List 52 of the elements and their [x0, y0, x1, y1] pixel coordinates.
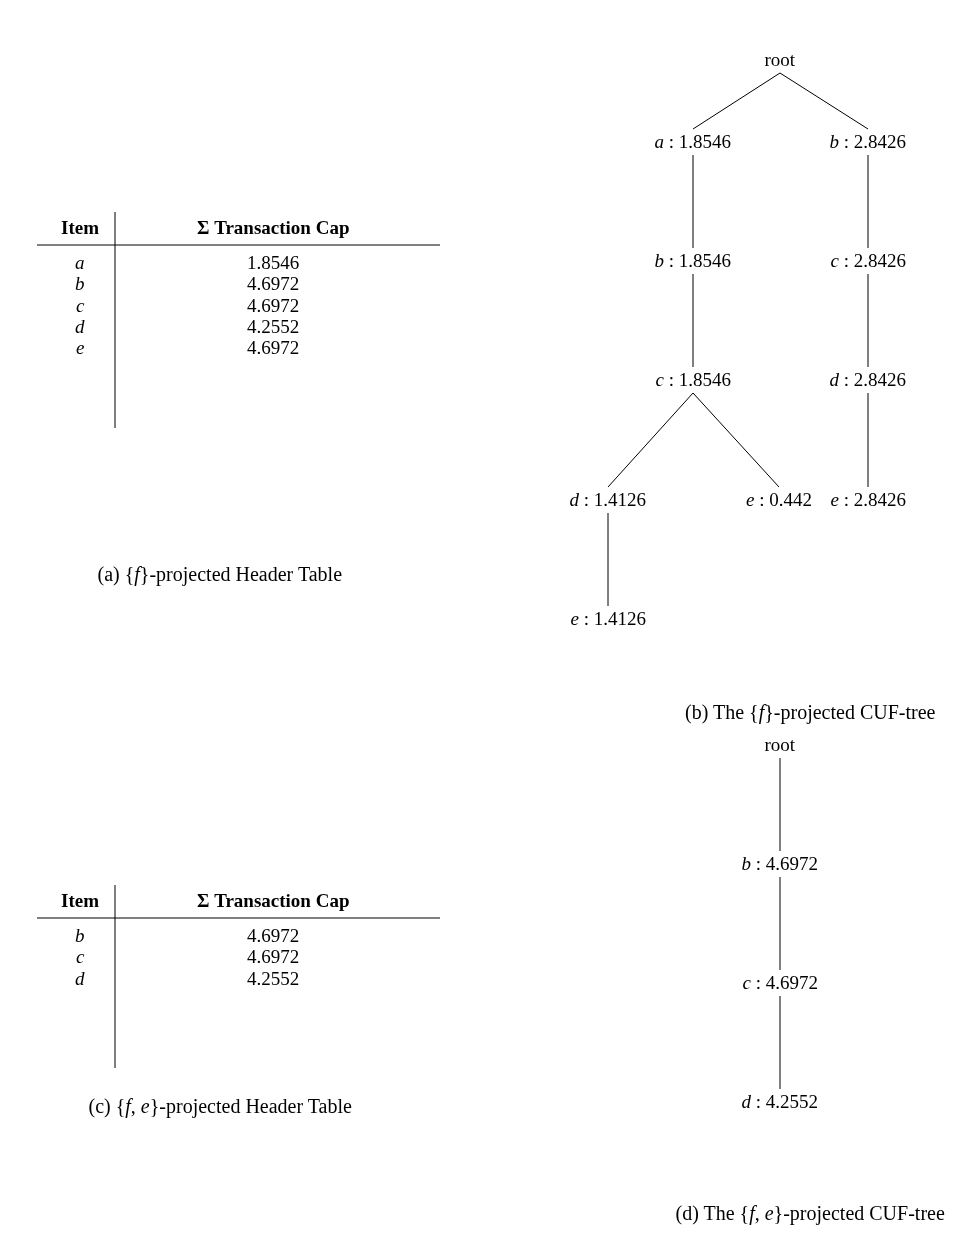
caption: (a) {f}-projected Header Table [97, 563, 343, 585]
caption: (b) The {f}-projected CUF-tree [685, 701, 936, 723]
tree-edge [692, 72, 781, 130]
table-cell: c [76, 295, 85, 317]
tree-node-label: b : 4.6972 [741, 853, 819, 875]
tree-edge [867, 273, 869, 368]
table-cell: b [75, 925, 85, 947]
tree-node-label: a : 1.8546 [654, 131, 732, 153]
column-header: Σ Transaction Cap [197, 217, 350, 239]
caption: (c) {f, e}-projected Header Table [88, 1095, 352, 1117]
table-cell: 4.6972 [247, 273, 300, 295]
tree-edge [867, 154, 869, 249]
table-cell: 4.2552 [247, 316, 300, 338]
table-cell: c [76, 946, 85, 968]
tree-edge [607, 392, 694, 488]
table-cell: d [75, 316, 85, 338]
tree-edge [692, 392, 780, 488]
table-cell: 4.2552 [247, 968, 300, 990]
table-cell: 4.6972 [247, 925, 300, 947]
table-cell: a [75, 252, 85, 274]
tree-node-label: e : 0.442 [746, 489, 812, 511]
tree-node-label: c : 1.8546 [655, 369, 731, 391]
tree-node-label: c : 2.8426 [830, 250, 906, 272]
table-cell: e [76, 337, 85, 359]
table-cell: 4.6972 [247, 946, 300, 968]
tree-edge [692, 154, 694, 249]
tree-edge [779, 995, 781, 1090]
tree-edge [779, 876, 781, 971]
tree-node-label: c : 4.6972 [742, 972, 818, 994]
table-cell: 1.8546 [247, 252, 300, 274]
table-cell: 4.6972 [247, 337, 300, 359]
caption: (d) The {f, e}-projected CUF-tree [675, 1202, 945, 1224]
tree-node-label: e : 2.8426 [830, 489, 906, 511]
tree-edge [692, 273, 694, 368]
column-header: Item [61, 890, 99, 912]
tree-edge [779, 757, 781, 852]
tree-node-label: e : 1.4126 [570, 608, 646, 630]
tree-node-label: d : 4.2552 [741, 1091, 819, 1113]
tree-edge [867, 392, 869, 488]
tree-edge [779, 72, 869, 130]
tree-node-label: b : 2.8426 [829, 131, 907, 153]
tree-node-label: root [764, 734, 796, 756]
table-cell: 4.6972 [247, 295, 300, 317]
column-header: Item [61, 217, 99, 239]
tree-node-label: b : 1.8546 [654, 250, 732, 272]
tree-node-label: d : 2.8426 [829, 369, 907, 391]
table-cell: b [75, 273, 85, 295]
table-cell: d [75, 968, 85, 990]
tree-node-label: d : 1.4126 [569, 489, 647, 511]
tree-edge [607, 512, 609, 607]
column-header: Σ Transaction Cap [197, 890, 350, 912]
tree-node-label: root [764, 49, 796, 71]
